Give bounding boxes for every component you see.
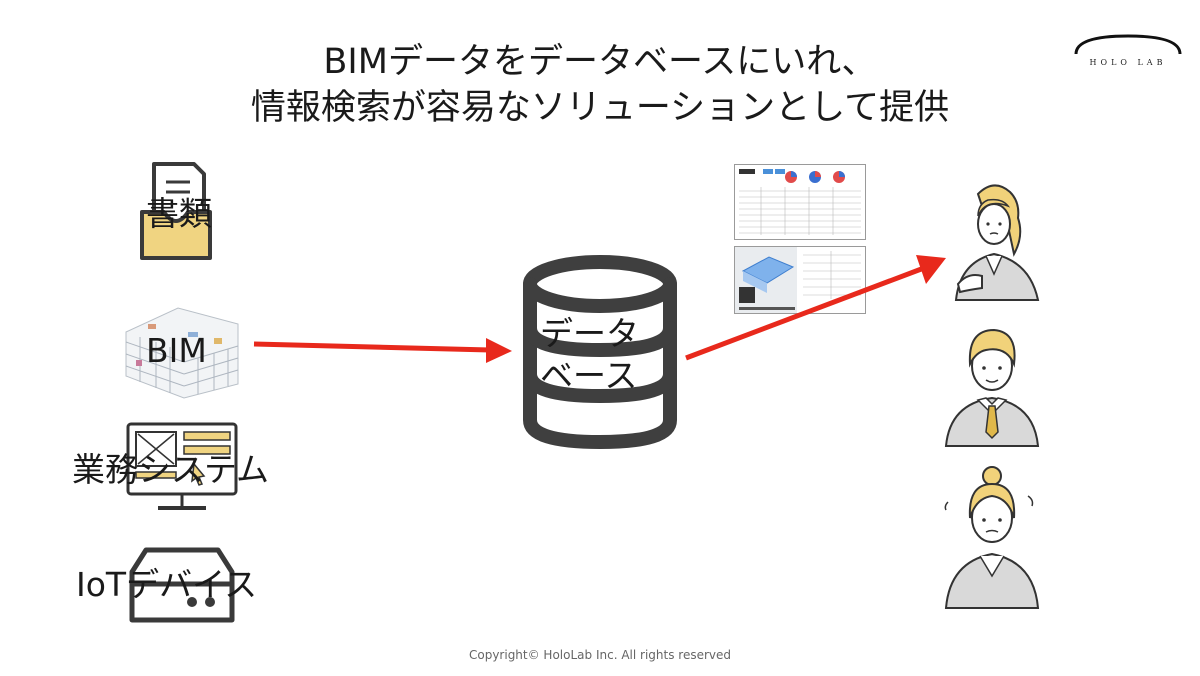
logo-arc-icon bbox=[1074, 34, 1182, 55]
title-line-2: 情報検索が容易なソリューションとして提供 bbox=[250, 88, 950, 128]
holo-lab-logo: HOLO LAB bbox=[1072, 28, 1184, 80]
title-line-1: BIMデータをデータベースにいれ、 bbox=[323, 42, 877, 82]
database-label-line-2: ベース bbox=[540, 356, 638, 395]
arrow-bim-to-database bbox=[253, 338, 512, 363]
copyright-footer: Copyright© HoloLab Inc. All rights reser… bbox=[468, 648, 731, 662]
source-label-bim: BIM bbox=[146, 331, 207, 370]
search-result-screenshot-model bbox=[734, 246, 866, 314]
businessman-icon bbox=[944, 328, 1040, 447]
database-icon bbox=[523, 255, 677, 450]
monitor-icon bbox=[126, 422, 238, 510]
database-label-line-1: データ bbox=[540, 314, 639, 353]
database-label: データ ベース bbox=[540, 313, 670, 397]
document-tray-icon bbox=[140, 162, 212, 260]
table-screenshot-thumbnail bbox=[739, 169, 861, 235]
source-label-iot-device: IoTデバイス bbox=[76, 565, 258, 604]
source-label-business-system: 業務システム bbox=[72, 450, 270, 489]
search-result-screenshot-table bbox=[734, 164, 866, 240]
source-label-documents: 書類 bbox=[146, 194, 212, 233]
iot-device-icon bbox=[129, 547, 235, 623]
arrow-database-to-users bbox=[685, 255, 946, 361]
model-screenshot-thumbnail bbox=[735, 247, 861, 313]
thinking-woman-icon bbox=[954, 184, 1040, 301]
logo-text: HOLO LAB bbox=[1089, 58, 1167, 67]
bim-model-icon bbox=[125, 307, 239, 399]
worried-woman-icon bbox=[944, 466, 1040, 609]
